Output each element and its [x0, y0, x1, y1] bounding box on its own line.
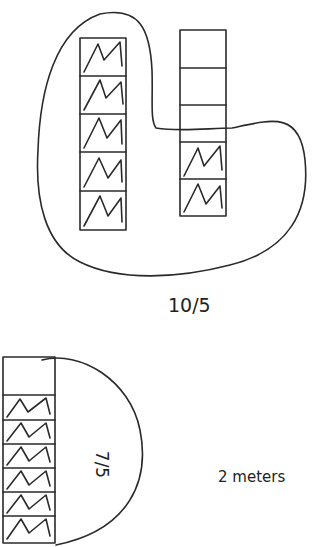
- fraction-bar: [180, 30, 226, 216]
- measurement-label: 2 meters: [218, 470, 285, 485]
- fraction-bar: [80, 38, 126, 230]
- grouping-loop: [42, 358, 142, 545]
- shading: [184, 146, 222, 212]
- grouping-loop: [37, 12, 305, 275]
- fraction-bar: [3, 357, 55, 543]
- shading: [7, 398, 50, 539]
- fraction-label: 10/5: [168, 296, 211, 315]
- fraction-label: 7/5: [93, 451, 110, 478]
- shading: [84, 42, 123, 226]
